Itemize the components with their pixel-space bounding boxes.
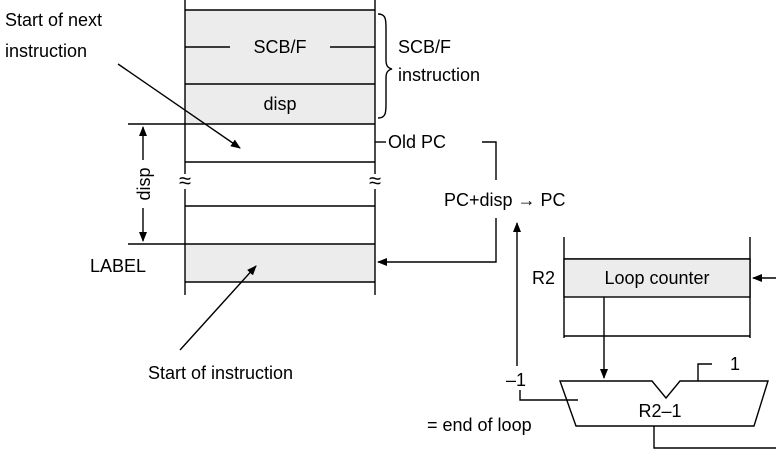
brace-label-line2: instruction <box>398 65 480 85</box>
minus-one-label: –1 <box>506 370 526 390</box>
break-mark-left: ≈ <box>179 168 191 193</box>
start-next-label-line2: instruction <box>5 41 87 61</box>
disp-range-label: disp <box>134 167 154 200</box>
start-next-arrow <box>117 63 241 149</box>
brace-label: SCB/F <box>398 37 451 57</box>
loop-counter-cell <box>563 258 751 298</box>
disp-cell-label: disp <box>263 94 296 114</box>
old-pc-label: Old PC <box>388 132 446 152</box>
break-mark-right: ≈ <box>369 168 381 193</box>
label-text: LABEL <box>90 256 146 276</box>
start-next-label: Start of next <box>5 10 102 30</box>
alu-result-label: R2–1 <box>638 401 681 421</box>
loop-counter-label: Loop counter <box>604 268 709 288</box>
register-block: R2 Loop counter <box>532 237 751 338</box>
end-of-loop-label: = end of loop <box>427 415 532 435</box>
start-instruction-label: Start of instruction <box>148 363 293 383</box>
one-label: 1 <box>730 354 740 374</box>
memory-cell-disp <box>185 84 375 124</box>
register-label: R2 <box>532 268 555 288</box>
branch-arrow-to-label <box>377 218 497 266</box>
alu-output-line <box>653 426 776 449</box>
scbf-inner-label: SCB/F <box>253 37 306 57</box>
start-instruction-arrow <box>179 265 257 351</box>
old-pc-connector <box>482 141 497 180</box>
alu-subtractor <box>559 380 769 427</box>
instruction-brace <box>377 13 393 119</box>
pc-update-label: PC+disp → PC <box>444 190 566 210</box>
memory-cell-label <box>185 244 375 282</box>
memory-column: ≈ ≈ SCB/F disp <box>179 0 381 295</box>
